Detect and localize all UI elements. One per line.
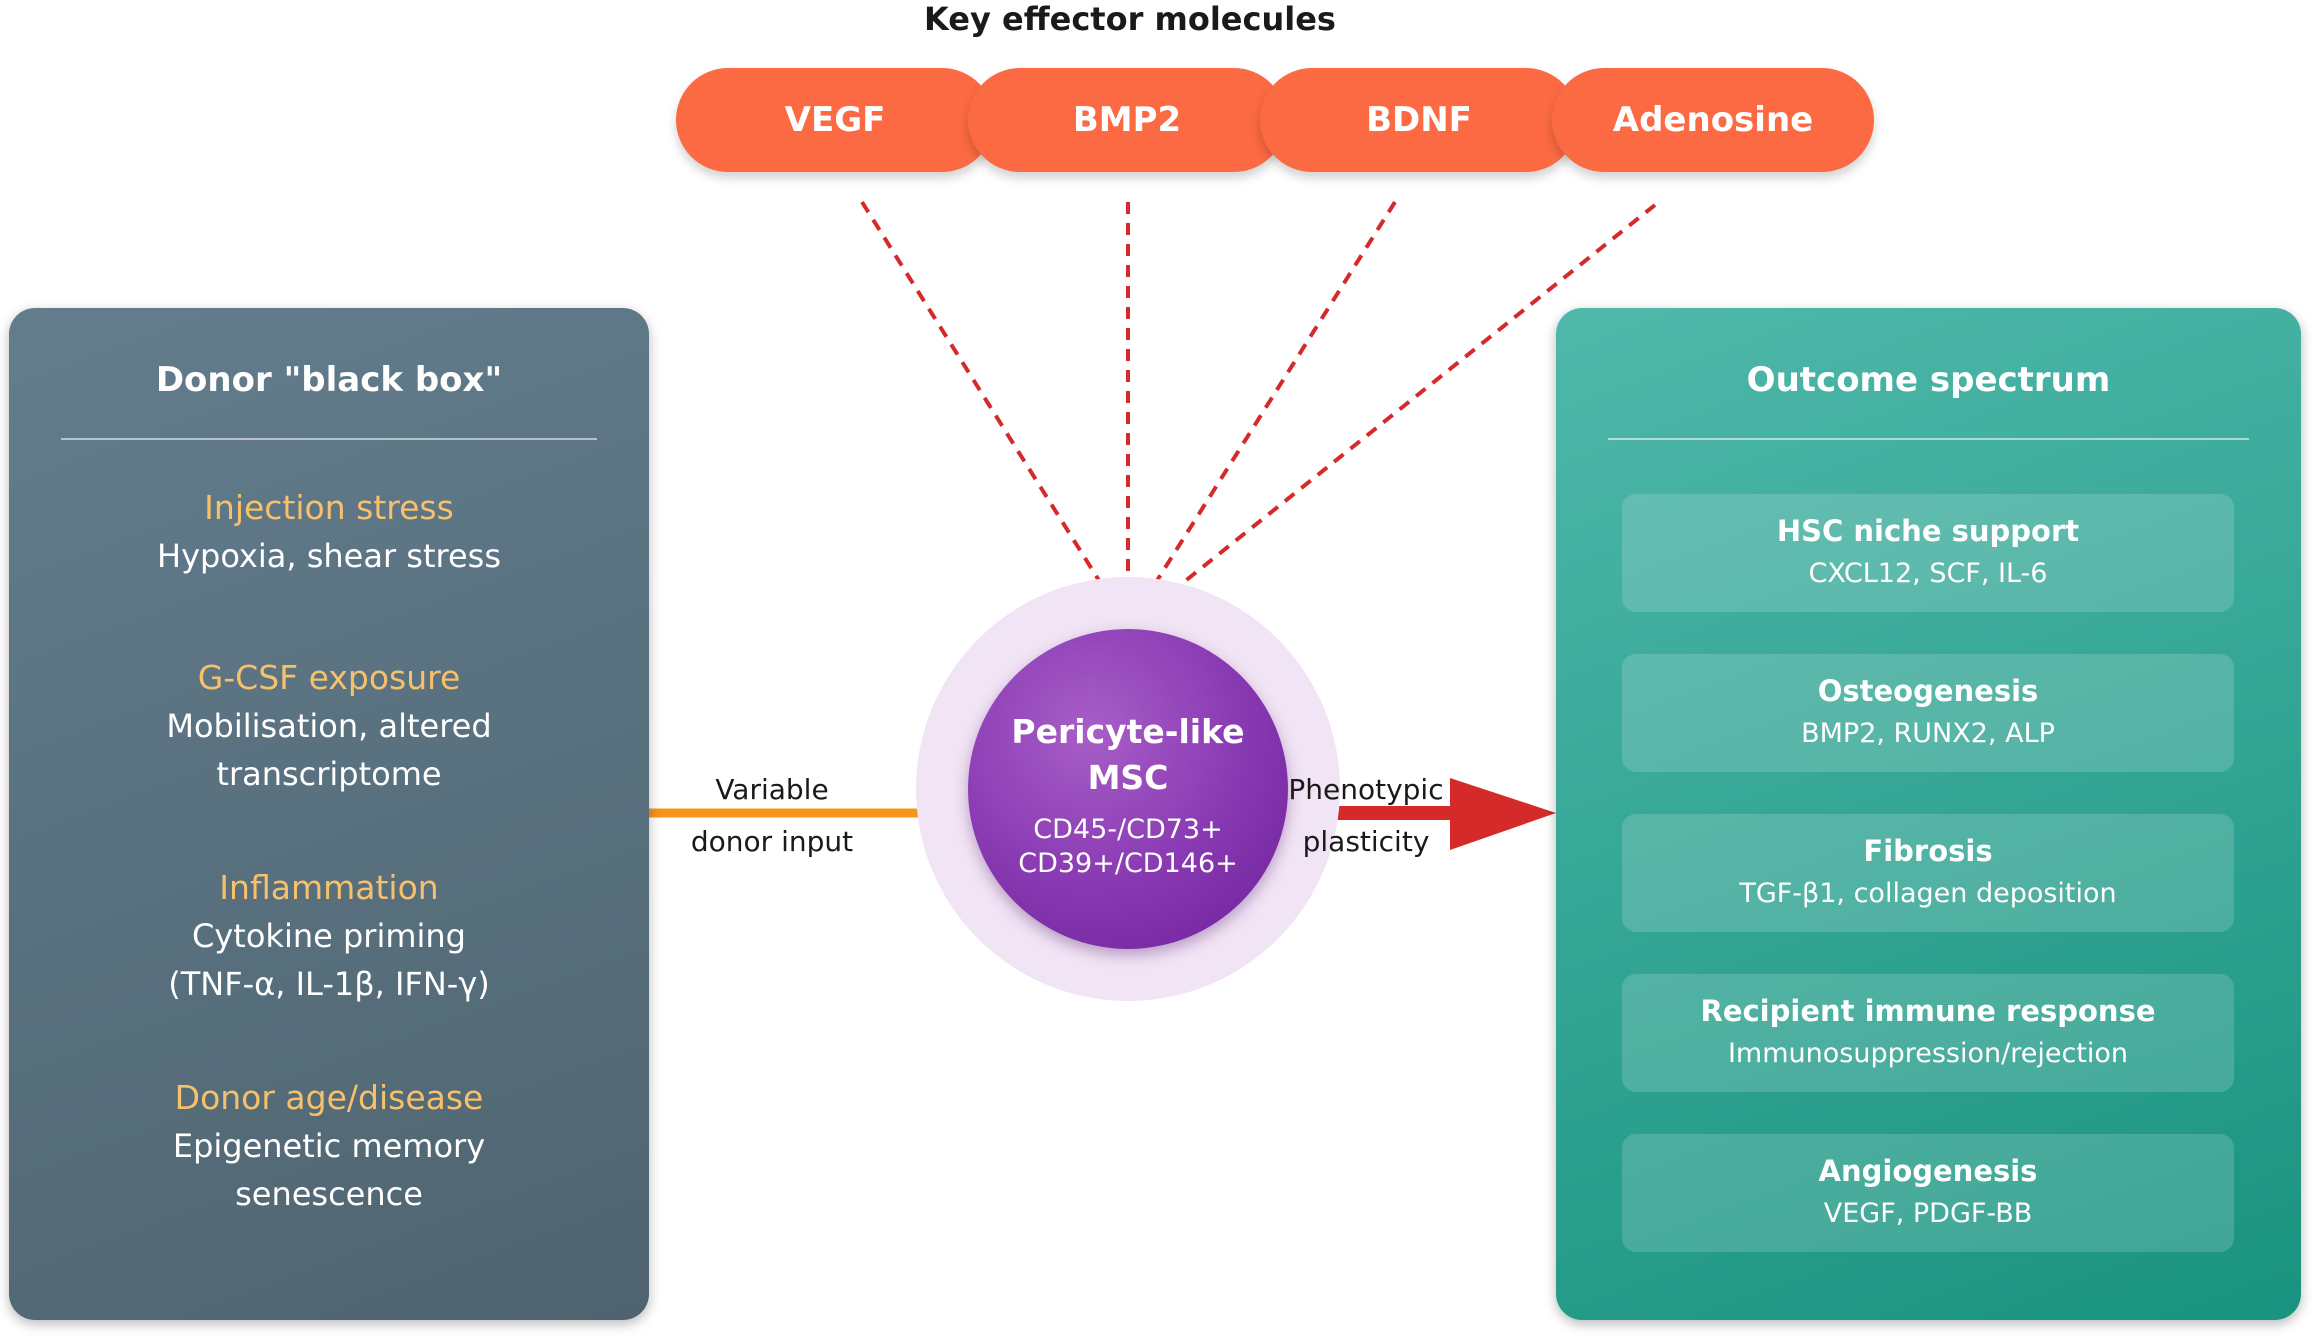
donor-panel-title: Donor "black box" [155,360,503,400]
outcome-item: Recipient immune response Immunosuppress… [1622,974,2234,1092]
outcome-item-title: Recipient immune response [1700,994,2156,1028]
effector-pill-vegf: VEGF [676,68,994,172]
outcome-item: Fibrosis TGF-β1, collagen deposition [1622,814,2234,932]
outcome-item-title: Angiogenesis [1818,1154,2038,1188]
cell-markers: CD45-/CD73+ CD39+/CD146+ [1018,814,1238,879]
cell-title: Pericyte-like MSC [1011,712,1245,797]
outcome-item: Osteogenesis BMP2, RUNX2, ALP [1622,654,2234,772]
effector-link-adenosine [1132,203,1657,624]
effector-pill-bmp2: BMP2 [968,68,1286,172]
outcome-item-desc: Immunosuppression/rejection [1727,1038,2129,1069]
outcome-item: HSC niche support CXCL12, SCF, IL-6 [1622,494,2234,612]
pericyte-like-msc-cell: Pericyte-like MSC CD45-/CD73+ CD39+/CD14… [968,629,1288,949]
outcome-item-desc: TGF-β1, collagen deposition [1739,878,2117,909]
effector-link-bdnf [1129,200,1397,624]
outcome-panel-divider [1608,438,2249,440]
donor-factor: Donor age/disease Epigenetic memory sene… [9,1074,649,1218]
effector-link-vegf [860,200,1127,624]
output-arrow-label: Phenotypic plasticity [1288,773,1444,858]
donor-factor: Inflammation Cytokine priming (TNF-α, IL… [9,864,649,1008]
donor-factor-desc: Hypoxia, shear stress [157,537,501,575]
effector-pill-bdnf: BDNF [1260,68,1578,172]
donor-factor-title: Inflammation [219,868,439,907]
donor-factor: G-CSF exposure Mobilisation, altered tra… [9,654,649,798]
donor-factor-desc: Cytokine priming (TNF-α, IL-1β, IFN-γ) [168,917,490,1003]
donor-black-box-panel: Donor "black box" Injection stress Hypox… [9,308,649,1320]
outcome-spectrum-panel: Outcome spectrum HSC niche support CXCL1… [1556,308,2301,1320]
outcome-item-desc: VEGF, PDGF-BB [1823,1198,2033,1229]
outcome-item-title: Osteogenesis [1817,674,2039,708]
outcome-panel-title: Outcome spectrum [1746,360,2111,400]
outcome-item: Angiogenesis VEGF, PDGF-BB [1622,1134,2234,1252]
donor-factor-desc: Mobilisation, altered transcriptome [166,707,492,793]
donor-factor-desc: Epigenetic memory senescence [172,1127,486,1213]
outcome-item-title: Fibrosis [1863,834,1993,868]
donor-factor-title: Injection stress [204,488,454,527]
outcome-item-desc: CXCL12, SCF, IL-6 [1808,558,2048,589]
donor-factor: Injection stress Hypoxia, shear stress [9,484,649,580]
donor-factor-title: Donor age/disease [174,1078,484,1117]
donor-panel-divider [61,438,597,440]
output-arrow-head [1450,778,1556,850]
outcome-item-desc: BMP2, RUNX2, ALP [1801,718,2055,749]
input-arrow-label: Variable donor input [690,773,854,858]
effector-header-title: Key effector molecules [924,0,1336,38]
effector-pill-adenosine: Adenosine [1552,68,1874,172]
outcome-item-title: HSC niche support [1776,514,2080,548]
donor-factor-title: G-CSF exposure [197,658,461,697]
